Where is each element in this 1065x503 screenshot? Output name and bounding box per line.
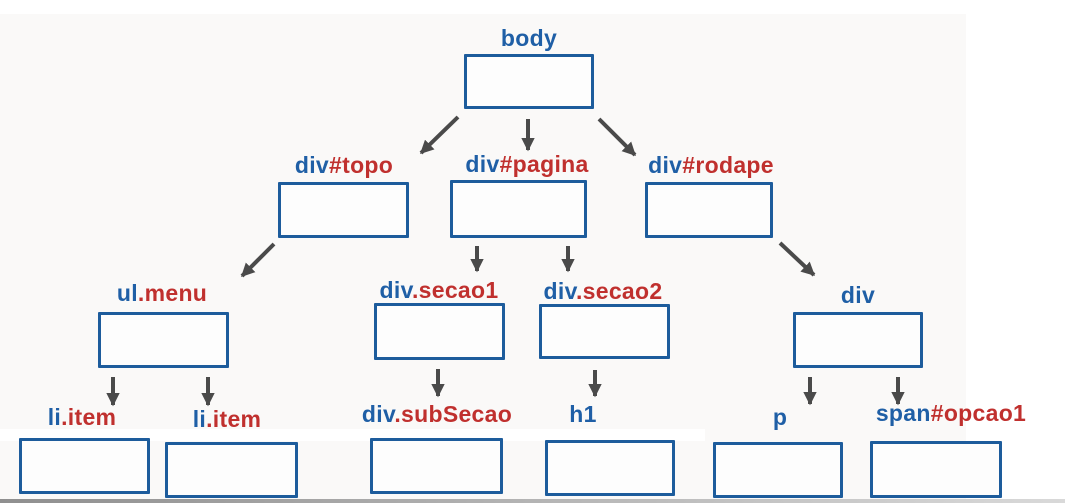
node-box-div-rodape	[645, 182, 773, 238]
node-box-ul-menu	[98, 312, 229, 368]
node-tag-name: body	[500, 25, 558, 51]
node-box-div-secao2	[539, 304, 670, 359]
node-qualifier: .secao2	[575, 278, 663, 304]
arrow-body-to-div-rodape	[597, 117, 637, 157]
node-qualifier: #topo	[329, 152, 394, 178]
node-label-div-secao2: div.secao2	[544, 278, 663, 304]
node-label-div-rodape: div#rodape	[648, 152, 774, 178]
node-box-li-item-1	[19, 438, 150, 494]
node-tag-name: div	[294, 152, 330, 178]
node-tag-name: p	[772, 404, 788, 430]
node-qualifier: #rodape	[682, 152, 774, 178]
node-tag-name: div	[379, 277, 412, 303]
node-box-p	[713, 442, 843, 498]
background-band-top	[0, 0, 1065, 14]
node-box-div-secao1	[374, 303, 505, 360]
frame-edge-strip	[0, 499, 1065, 503]
node-label-body: body	[501, 25, 557, 51]
node-box-div	[793, 312, 923, 368]
node-qualifier: .item	[206, 406, 262, 432]
node-label-p: p	[773, 404, 787, 430]
node-tag-name: div	[840, 282, 876, 308]
node-tag-name: li	[192, 406, 207, 432]
node-box-div-subsecao	[370, 438, 503, 494]
node-tag-name: div	[465, 151, 500, 177]
node-qualifier: .secao1	[411, 277, 499, 303]
node-label-span-opcao1: span#opcao1	[876, 400, 1026, 426]
node-qualifier: .subSecao	[394, 401, 513, 427]
node-label-div-pagina: div#pagina	[465, 151, 588, 177]
node-tag-name: span	[875, 400, 931, 426]
node-tag-name: ul	[116, 280, 138, 306]
node-qualifier: .item	[61, 404, 117, 430]
node-box-li-item-2	[165, 442, 298, 498]
node-box-div-topo	[278, 182, 409, 238]
node-box-span-opcao1	[870, 441, 1002, 498]
arrow-div-topo-to-ul-menu	[240, 242, 276, 278]
node-tag-name: h1	[569, 401, 597, 427]
node-label-h1: h1	[569, 401, 596, 427]
node-label-div-subsecao: div.subSecao	[362, 401, 512, 427]
node-label-li-item-2: li.item	[193, 406, 262, 432]
node-label-div-topo: div#topo	[295, 152, 393, 178]
background-band-right	[966, 0, 1065, 503]
node-label-li-item-1: li.item	[48, 404, 117, 430]
node-box-body	[464, 54, 594, 109]
node-tag-name: div	[648, 152, 683, 178]
node-box-h1	[545, 440, 675, 496]
node-label-div-secao1: div.secao1	[380, 277, 499, 303]
node-qualifier: #opcao1	[930, 400, 1027, 426]
arrow-div-rodape-to-div	[778, 241, 816, 277]
node-tag-name: li	[47, 404, 62, 430]
background-band-middle	[0, 429, 705, 441]
node-tag-name: div	[361, 401, 395, 427]
node-label-ul-menu: ul.menu	[117, 280, 207, 306]
node-label-div: div	[841, 282, 875, 308]
node-qualifier: #pagina	[499, 151, 589, 177]
node-tag-name: div	[543, 278, 576, 304]
arrow-body-to-div-topo	[419, 115, 460, 155]
node-box-div-pagina	[450, 180, 587, 238]
node-qualifier: .menu	[137, 280, 208, 306]
